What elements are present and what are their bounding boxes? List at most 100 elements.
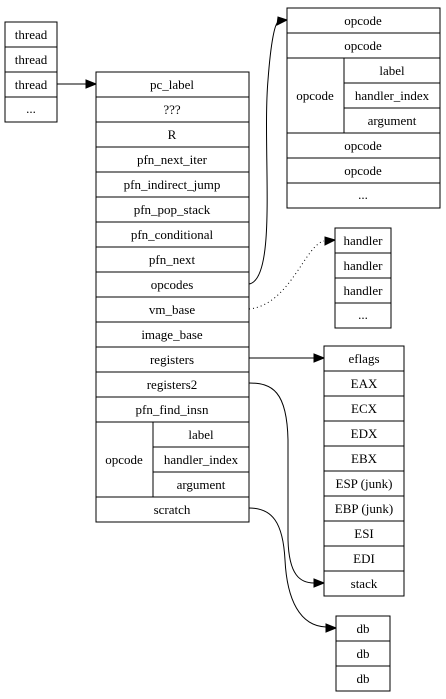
register-row [323, 370, 405, 397]
vm-field-pfn-next: pfn_next [149, 252, 196, 267]
edge-scratch-to-db [248, 507, 327, 628]
handler-label: handler [344, 258, 384, 273]
register-ebp: EBP (junk) [335, 501, 393, 516]
opcode-table-group-label: opcode [296, 88, 334, 103]
thread-ellipsis: ... [26, 101, 36, 116]
vm-field-opcodes: opcodes [151, 277, 194, 292]
handler-label: handler [344, 233, 384, 248]
vm-field-registers2: registers2 [147, 377, 198, 392]
vm-struct-row [95, 146, 250, 173]
edge-opcodes-to-opcode-table [248, 21, 279, 285]
opcode-entry: opcode [344, 38, 382, 53]
vm-field-pfn-next-iter: pfn_next_iter [137, 152, 208, 167]
edge-opcodes-arrowhead [276, 16, 289, 26]
vm-struct-row [95, 496, 250, 523]
vm-struct: pc_label ??? R pfn_next_iter pfn_indirec… [95, 71, 250, 523]
edge-registers2-arrowhead [313, 578, 326, 588]
vm-opcode-group [95, 421, 154, 498]
edge-vm-base-arrowhead [324, 236, 337, 246]
opcode-table-ellipsis: ... [358, 187, 368, 202]
opcode-table-row [286, 32, 441, 59]
vm-field-unknown: ??? [163, 102, 181, 117]
vm-struct-row [95, 296, 250, 323]
edge-scratch-arrowhead [325, 623, 338, 633]
vm-struct-row [95, 121, 250, 148]
edge-registers2-to-stack [248, 382, 315, 584]
register-eflags: eflags [348, 351, 379, 366]
thread-label: thread [15, 52, 48, 67]
edge-registers-arrowhead [313, 353, 326, 363]
register-row [323, 570, 405, 597]
register-esp: ESP (junk) [336, 476, 393, 491]
handler-label: handler [344, 283, 384, 298]
handler-row [334, 302, 392, 329]
vm-struct-row [95, 346, 250, 373]
register-edi: EDI [353, 551, 375, 566]
vm-struct-row [95, 246, 250, 273]
vm-opcode-field-row [152, 446, 250, 473]
vm-field-r: R [168, 127, 177, 142]
vm-opcode-field-argument: argument [177, 477, 226, 492]
vm-struct-row [95, 171, 250, 198]
register-eax: EAX [351, 376, 378, 391]
thread-list: thread thread thread ... [4, 21, 58, 123]
opcode-table-field-label: label [379, 63, 405, 78]
register-row [323, 545, 405, 572]
opcode-table-group [286, 57, 345, 134]
db-label: db [357, 671, 370, 686]
register-ecx: ECX [351, 401, 378, 416]
vm-field-pfn-conditional: pfn_conditional [131, 227, 214, 242]
register-ebx: EBX [351, 451, 378, 466]
vm-opcode-field-handler-index: handler_index [164, 452, 239, 467]
vm-field-pfn-find-insn: pfn_find_insn [136, 402, 209, 417]
register-row [323, 445, 405, 472]
handler-ellipsis: ... [358, 307, 368, 322]
register-row [323, 520, 405, 547]
edge-thread-arrowhead [85, 79, 98, 89]
vm-opcode-field-label: label [188, 427, 214, 442]
thread-list-row [4, 96, 58, 123]
opcode-table-row [286, 7, 441, 34]
opcode-table-row [286, 182, 441, 209]
opcode-table: opcode opcode opcode label handler_index… [286, 7, 441, 209]
vm-opcode-field-row [152, 421, 250, 448]
opcode-table-row [286, 157, 441, 184]
vm-struct-row [95, 96, 250, 123]
handler-row [334, 252, 392, 279]
db-label: db [357, 646, 370, 661]
thread-label: thread [15, 77, 48, 92]
register-row [323, 345, 405, 372]
opcode-entry: opcode [344, 13, 382, 28]
db-row [335, 640, 391, 667]
opcode-entry: opcode [344, 163, 382, 178]
db-row [335, 665, 391, 692]
vm-field-pfn-pop-stack: pfn_pop_stack [134, 202, 211, 217]
vm-field-vm-base: vm_base [149, 302, 195, 317]
vm-field-registers: registers [150, 352, 194, 367]
vm-opcode-label: opcode [105, 452, 143, 467]
opcode-table-field-argument: argument [368, 113, 417, 128]
db-label: db [357, 621, 370, 636]
vm-opcode-field-row [152, 471, 250, 498]
vm-struct-row [95, 271, 250, 298]
vm-field-image-base: image_base [141, 327, 203, 342]
thread-list-row [4, 71, 58, 98]
register-stack: stack [351, 576, 378, 591]
vm-field-pfn-indirect-jump: pfn_indirect_jump [124, 177, 221, 192]
register-row [323, 495, 405, 522]
db-list: db db db [335, 615, 391, 692]
vm-struct-row [95, 71, 250, 98]
thread-list-row [4, 46, 58, 73]
vm-field-pc-label: pc_label [150, 77, 194, 92]
edge-vm-base-to-handlers [248, 240, 325, 310]
register-edx: EDX [351, 426, 378, 441]
vm-struct-row [95, 221, 250, 248]
register-row [323, 470, 405, 497]
vm-struct-row [95, 371, 250, 398]
opcode-table-field-row [343, 82, 441, 109]
handler-list: handler handler handler ... [334, 227, 392, 329]
vm-struct-row [95, 321, 250, 348]
vm-field-scratch: scratch [154, 502, 191, 517]
opcode-table-row [286, 132, 441, 159]
